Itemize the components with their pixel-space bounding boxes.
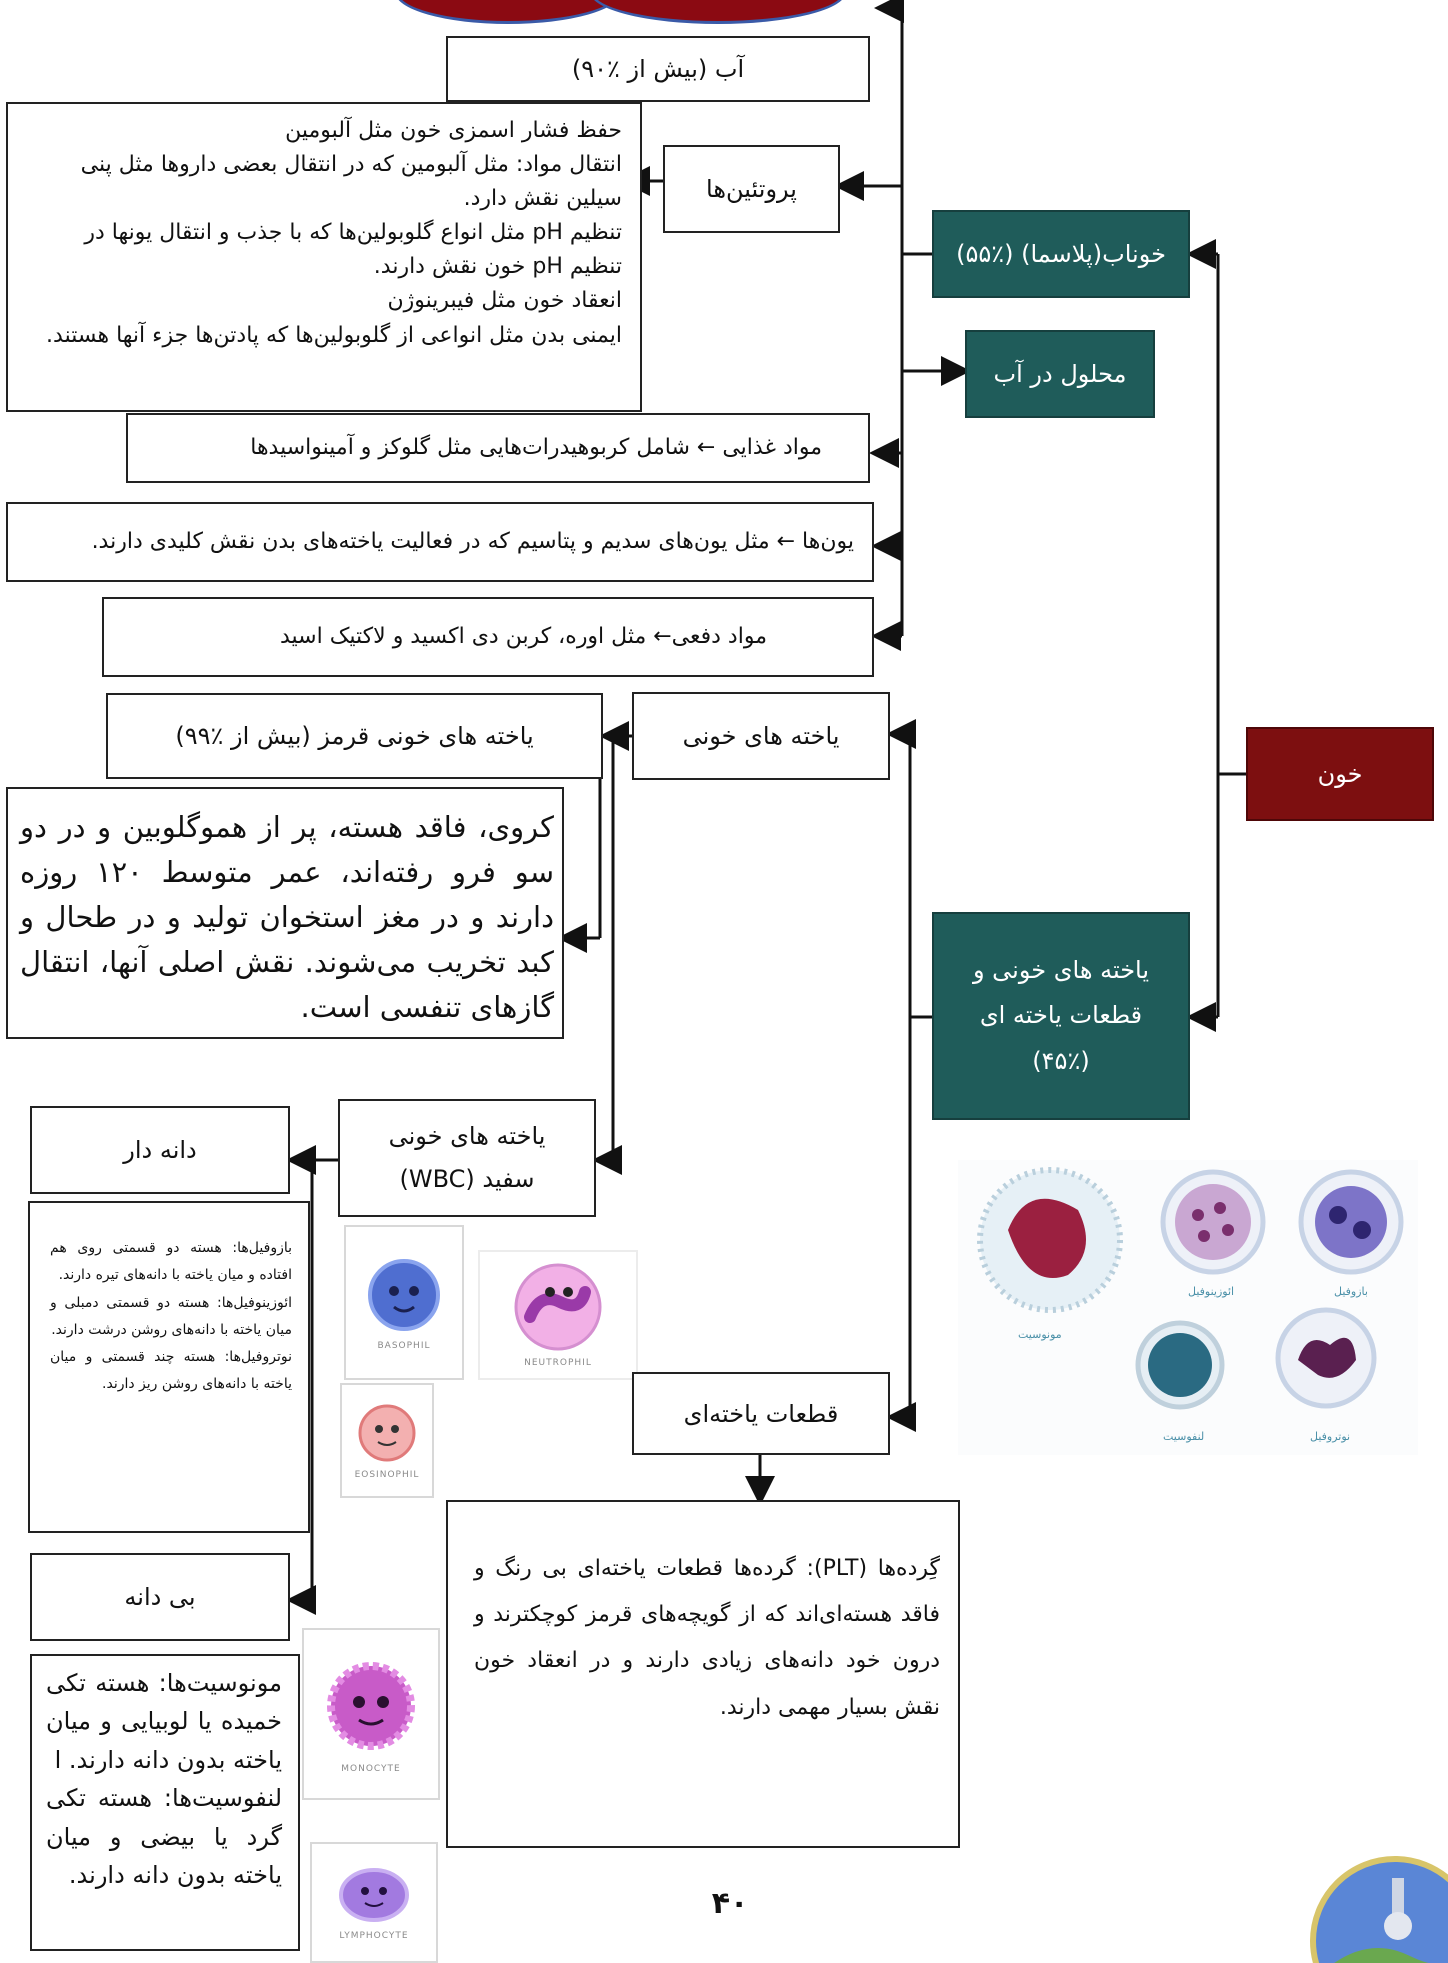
neutrophil-micrograph-icon [1275,1307,1377,1409]
platelets-description-box: گِرده‌ها (PLT): گرده‌ها قطعات یاخته‌ای ب… [446,1500,960,1848]
rbc-node: یاخته های خونی قرمز (بیش از ٪۹۹) [106,693,603,779]
wbc-node: یاخته های خونی سفید (WBC) [338,1099,596,1217]
basophil-micrograph-icon [1298,1169,1404,1275]
micrograph-label-basophil: بازوفیل [1334,1285,1368,1298]
micrograph-label-monocyte: مونوسیت [1018,1328,1062,1341]
rbc-description: کروی، فاقد هسته، پر از هموگلوبین و در دو… [20,810,555,1024]
micrograph-label-lymphocyte: لنفوسیت [1163,1430,1205,1443]
rbc-description-box: کروی، فاقد هسته، پر از هموگلوبین و در دو… [6,787,564,1039]
monocyte-icon [327,1662,415,1750]
plasma-label: خوناب(پلاسما) (٪۵۵) [956,240,1166,268]
wbc-micrograph-panel: بازوفیل ائوزینوفیل مونوسیت لنفوسیت نوترو… [958,1160,1418,1455]
granular-description-box: بازوفیل‌ها: هسته دو قسمتی روی هم افتاده … [28,1201,310,1533]
nutrients-node: مواد غذایی ← شامل کربوهیدرات‌هایی مثل گل… [126,413,870,483]
blood-cells-label: یاخته های خونی [682,722,840,750]
wastes-label: مواد دفعی← مثل اوره، کربن دی اکسید و لاک… [279,623,767,649]
platelets-description: گِرده‌ها (PLT): گرده‌ها قطعات یاخته‌ای ب… [474,1556,940,1720]
protein-functions-box: حفظ فشار اسمزی خون مثل آلبومین انتقال مو… [6,102,642,412]
agranular-item-monocyte: مونوسیت‌ها: هسته تکی خمیده یا لوبیایی و … [46,1669,282,1774]
ions-label: یون‌ها ← مثل یون‌های سدیم و پتاسیم که در… [91,528,854,554]
micrograph-label-neutrophil: نوتروفیل [1310,1430,1351,1443]
granular-label: دانه دار [123,1136,197,1164]
wastes-node: مواد دفعی← مثل اوره، کربن دی اکسید و لاک… [102,597,874,677]
basophil-icon [368,1258,440,1331]
granular-item-neutrophil: نوتروفیل‌ها: هسته چند قسمتی و میان یاخته… [50,1349,292,1393]
granular-item-basophil: بازوفیل‌ها: هسته دو قسمتی روی هم افتاده … [50,1240,292,1284]
root-node-blood: خون [1246,727,1434,821]
agranular-item-lymphocyte: لنفوسیت‌ها: هسته تکی گرد یا بیضی و میان … [46,1784,282,1889]
basophil-cartoon: BASOPHIL [344,1225,464,1380]
micrograph-label-eosinophil: ائوزینوفیل [1188,1285,1235,1298]
page-number-text: ۴۰ [711,1886,749,1921]
micrograph-cells [977,1167,1404,1410]
water-node: آب (بیش از ٪۹۰) [446,36,870,102]
protein-function-item: حفظ فشار اسمزی خون مثل آلبومین [285,118,622,143]
monocyte-caption: MONOCYTE [341,1764,401,1774]
protein-function-item: تنظیم pH مثل انواع گلوبولین‌ها که با جذب… [84,220,622,280]
protein-function-item: انتقال مواد: مثل آلبومین که در انتقال بع… [80,152,622,212]
basophil-caption: BASOPHIL [377,1340,431,1351]
proteins-node: پروتئین‌ها [663,145,840,233]
lymphocyte-micrograph-icon [1135,1320,1225,1410]
cells-node: یاخته های خونی و قطعات یاخته ای (٪۴۵) [932,912,1190,1120]
decorative-globe-icon [1310,1856,1448,1963]
dissolved-label: محلول در آب [993,360,1127,388]
lymphocyte-cartoon: LYMPHOCYTE [310,1842,438,1963]
lymphocyte-icon [339,1867,409,1922]
eosinophil-caption: EOSINOPHIL [354,1469,420,1480]
fragments-node: قطعات یاخته‌ای [632,1372,890,1455]
proteins-label: پروتئین‌ها [706,175,797,203]
top-cloud-left [395,0,621,24]
lymphocyte-caption: LYMPHOCYTE [339,1930,409,1941]
eosinophil-icon [358,1404,416,1461]
top-cloud-right [590,0,846,24]
dissolved-node: محلول در آب [965,330,1155,418]
neutrophil-caption: NEUTROPHIL [524,1358,592,1368]
neutrophil-icon [514,1263,602,1351]
wbc-label: یاخته های خونی سفید (WBC) [388,1121,546,1193]
protein-function-item: انعقاد خون مثل فیبرینوژن [387,288,622,314]
eosinophil-cartoon: EOSINOPHIL [340,1383,434,1498]
cells-label: یاخته های خونی و قطعات یاخته ای (٪۴۵) [972,955,1150,1075]
water-label: آب (بیش از ٪۹۰) [571,55,745,83]
neutrophil-cartoon: NEUTROPHIL [478,1250,638,1380]
agranular-label: بی دانه [124,1583,196,1611]
fragments-label: قطعات یاخته‌ای [683,1399,839,1428]
eosinophil-micrograph-icon [1160,1169,1266,1275]
root-label: خون [1317,760,1363,788]
agranular-node: بی دانه [30,1553,290,1641]
blood-cells-node: یاخته های خونی [632,692,890,780]
ions-node: یون‌ها ← مثل یون‌های سدیم و پتاسیم که در… [6,502,874,582]
rbc-label: یاخته های خونی قرمز (بیش از ٪۹۹) [175,722,534,750]
protein-function-item: ایمنی بدن مثل انواعی از گلوبولین‌ها که پ… [46,322,622,348]
agranular-description-box: مونوسیت‌ها: هسته تکی خمیده یا لوبیایی و … [30,1654,300,1951]
page-number: ۴۰ [700,1886,760,1921]
nutrients-label: مواد غذایی ← شامل کربوهیدرات‌هایی مثل گل… [250,434,822,460]
granular-node: دانه دار [30,1106,290,1194]
monocyte-cartoon: MONOCYTE [302,1628,440,1800]
plasma-node: خوناب(پلاسما) (٪۵۵) [932,210,1190,298]
monocyte-micrograph-icon [977,1167,1123,1313]
granular-item-eosinophil: ائوزینوفیل‌ها: هسته دو قسمتی دمبلی و میا… [50,1294,292,1338]
